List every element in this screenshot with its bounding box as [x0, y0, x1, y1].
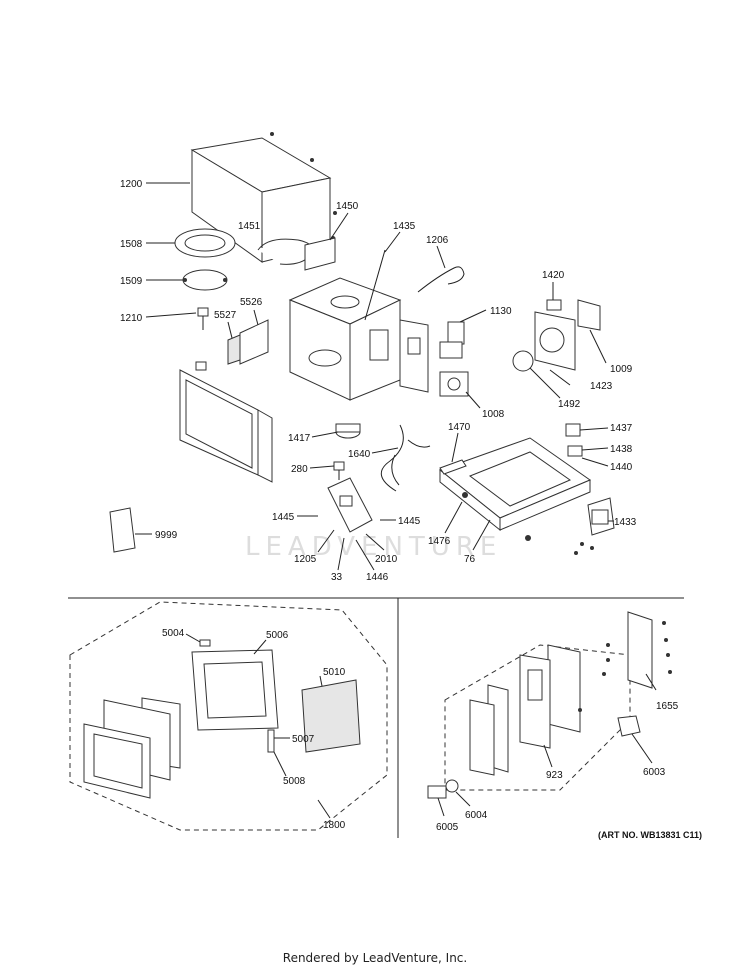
- art-number: (ART NO. WB13831 C11): [598, 830, 702, 840]
- callout-33: 33: [331, 572, 343, 583]
- callout-9999: 9999: [155, 530, 178, 541]
- callout-1206: 1206: [426, 235, 449, 246]
- leader-lines-door: [185, 633, 331, 819]
- glass-turntable-tray: [174, 228, 236, 258]
- callout-1438: 1438: [610, 444, 633, 455]
- callout-1423: 1423: [590, 381, 613, 392]
- callout-1200: 1200: [120, 179, 143, 190]
- electrical-panel: [399, 319, 429, 393]
- callout-5006: 5006: [266, 630, 289, 641]
- roller-coupler: [333, 461, 345, 480]
- callout-1433: 1433: [614, 517, 637, 528]
- door-hook: [197, 307, 209, 330]
- screws: [462, 492, 594, 555]
- latch-board: [327, 477, 373, 533]
- door-choke: [227, 334, 241, 365]
- callout-1446: 1446: [366, 572, 389, 583]
- door-screen: [239, 319, 269, 365]
- callout-1470: 1470: [448, 422, 471, 433]
- door-assembly-group-outline: [69, 601, 388, 831]
- door-assembly: [179, 361, 273, 483]
- control-panel-parts: [427, 611, 653, 799]
- magnetron: [439, 371, 469, 397]
- callout-1509: 1509: [120, 276, 143, 287]
- callout-1640: 1640: [348, 449, 371, 460]
- callout-1130: 1130: [490, 306, 512, 317]
- fuse-holder: [417, 266, 465, 293]
- callout-1445-right: 1445: [398, 516, 421, 527]
- turntable-motor: [335, 423, 361, 439]
- interlock-switch: [439, 321, 465, 359]
- cover-plate: [304, 237, 336, 271]
- callout-1476: 1476: [428, 536, 451, 547]
- watermark: LEADVENTURE: [245, 532, 502, 562]
- callout-1417: 1417: [288, 433, 311, 444]
- callout-6004: 6004: [465, 810, 488, 821]
- callout-1008: 1008: [482, 409, 505, 420]
- callout-1450: 1450: [336, 201, 359, 212]
- owners-manual: [109, 507, 136, 553]
- callouts-door-assembly: 5004 5006 5010 5007 5008 1800: [162, 628, 346, 831]
- callout-1800: 1800: [323, 820, 346, 831]
- callout-923: 923: [546, 770, 563, 781]
- transformer: [587, 497, 615, 536]
- callout-1437: 1437: [610, 423, 633, 434]
- callout-76: 76: [464, 554, 476, 565]
- callout-1451: 1451: [238, 221, 261, 232]
- thermal-sensors: [565, 423, 583, 457]
- callout-5527: 5527: [214, 310, 237, 321]
- oven-cavity: [288, 277, 402, 401]
- screws-panel: [578, 621, 672, 712]
- wire-harness: [380, 424, 431, 492]
- callout-6003: 6003: [643, 767, 666, 778]
- roller-ring: [182, 269, 228, 291]
- callout-280: 280: [291, 464, 308, 475]
- callout-1440: 1440: [610, 462, 633, 473]
- callout-5526: 5526: [240, 297, 263, 308]
- callout-5007: 5007: [292, 734, 315, 745]
- callouts-control-panel: 1655 6003 923 6004 6005: [436, 701, 679, 833]
- callout-1492: 1492: [558, 399, 581, 410]
- callout-1655: 1655: [656, 701, 679, 712]
- exploded-parts-diagram: LEADVENTURE: [68, 132, 702, 840]
- fan-assembly: [512, 299, 601, 372]
- footer-credit: Rendered by LeadVenture, Inc.: [282, 951, 468, 965]
- harness-1435: [364, 249, 386, 321]
- callout-1420: 1420: [542, 270, 565, 281]
- callout-1435: 1435: [393, 221, 416, 232]
- door-exploded-parts: [83, 639, 361, 799]
- leader-lines: [135, 182, 614, 571]
- callouts-main-assembly: 1200 1451 1450 1435 1206 1508 1509 1420 …: [120, 179, 637, 583]
- callout-1210: 1210: [120, 313, 143, 324]
- callout-5010: 5010: [323, 667, 346, 678]
- callout-5004: 5004: [162, 628, 185, 639]
- outer-case: [190, 132, 337, 263]
- leader-lines-panel: [437, 673, 657, 817]
- callout-2010: 2010: [375, 554, 398, 565]
- base-plate: [438, 437, 592, 532]
- callout-6005: 6005: [436, 822, 459, 833]
- callout-1009: 1009: [610, 364, 633, 375]
- callout-1205: 1205: [294, 554, 317, 565]
- stirrer-bracket: [439, 459, 467, 475]
- callout-5008: 5008: [283, 776, 306, 787]
- callout-1508: 1508: [120, 239, 143, 250]
- callout-1445-left: 1445: [272, 512, 295, 523]
